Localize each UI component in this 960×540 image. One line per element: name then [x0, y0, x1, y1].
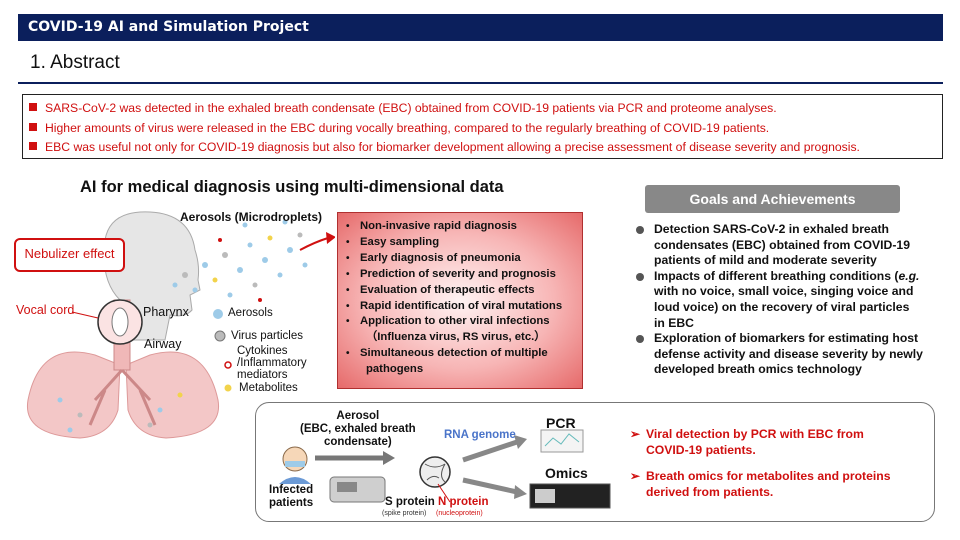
legend-metabolite-marker [224, 384, 232, 392]
n-protein-label: N protein [438, 496, 489, 508]
legend-metabolites: Metabolites [239, 382, 298, 394]
feature-item-sub: pathogens [366, 363, 424, 376]
aerosols-title: Aerosols (Microdroplets) [180, 210, 323, 224]
title-rule [18, 82, 943, 84]
header-title: COVID-19 AI and Simulation Project [28, 19, 309, 35]
bullet-dot-icon [636, 272, 644, 281]
goal-item: Impacts of different breathing condition… [636, 269, 946, 331]
summary-line-1: SARS-CoV-2 was detected in the exhaled b… [29, 99, 936, 119]
feature-item: Non-invasive rapid diagnosis [346, 219, 574, 235]
summary-line-3: EBC was useful not only for COVID-19 dia… [29, 138, 936, 158]
nebulizer-label: Nebulizer effect [14, 238, 125, 272]
summary-box: SARS-CoV-2 was detected in the exhaled b… [22, 94, 943, 159]
arrow-head-icon [326, 232, 335, 244]
bullet-square-icon [29, 103, 37, 111]
feature-item: Application to other viral infections [346, 314, 574, 330]
aerosol-spray [172, 219, 308, 302]
lung-particles [57, 392, 183, 433]
legend-cytokine-marker [224, 361, 232, 369]
nucleoprotein-note: (nucleoprotein) [436, 510, 483, 517]
s-protein-label: S protein [385, 496, 435, 508]
airway-label: Airway [144, 337, 182, 351]
bullet-dot-icon [636, 335, 644, 344]
feature-item: Rapid identification of viral mutations [346, 299, 574, 315]
left-lung [26, 351, 121, 439]
mask-icon [285, 461, 305, 467]
goal-item: Exploration of biomarkers for estimating… [636, 331, 946, 378]
workflow-box [255, 402, 935, 522]
legend-virus: Virus particles [231, 330, 304, 342]
vocal-cord-detail [111, 307, 129, 337]
pcr-device-icon [540, 429, 584, 453]
patient-body [279, 477, 311, 484]
header-bar: COVID-19 AI and Simulation Project [18, 14, 943, 41]
feature-item: Simultaneous detection of multiple [346, 346, 574, 362]
arrow-to-features [299, 237, 329, 251]
feature-item: Prediction of severity and prognosis [346, 267, 574, 283]
pharynx-label: Pharynx [143, 305, 189, 319]
feature-box: Non-invasive rapid diagnosis Easy sampli… [337, 212, 583, 389]
result-omics: ➢Breath omics for metabolites and protei… [630, 469, 891, 499]
right-lung [125, 351, 220, 439]
workflow-illustration [279, 429, 611, 509]
arrow-head-icon [383, 451, 395, 465]
arrow-pcr [462, 439, 518, 463]
omics-label: Omics [545, 465, 588, 481]
feature-item: Easy sampling [346, 235, 574, 251]
bronchi [88, 368, 157, 426]
virus-icon [419, 456, 451, 488]
bullet-square-icon [29, 122, 37, 131]
chevron-right-icon: ➢ [630, 427, 641, 441]
bullet-square-icon [29, 142, 37, 150]
pcr-label: PCR [546, 415, 576, 431]
feature-item: Evaluation of therapeutic effects [346, 283, 574, 299]
summary-line-2: Higher amounts of virus were released in… [29, 119, 936, 139]
spike-protein-note: (spike protein) [382, 510, 427, 517]
vocal-cord-label: Vocal cord [16, 303, 75, 317]
section-title: 1. Abstract [30, 52, 120, 73]
chevron-right-icon: ➢ [630, 469, 641, 483]
goals-title: Goals and Achievements [645, 185, 900, 213]
feature-item: Early diagnosis of pneumonia [346, 251, 574, 267]
vocal-cord-pointer [71, 311, 99, 319]
bullet-dot-icon [636, 226, 644, 234]
legend-virus-marker [214, 330, 226, 342]
anatomy-illustration [26, 211, 335, 439]
legend-aerosol-marker [213, 309, 223, 319]
feature-item-sub: （Influenza virus, RS virus, etc.） [366, 331, 546, 344]
legend-aerosols: Aerosols [228, 307, 273, 319]
rna-genome-label: RNA genome [444, 429, 516, 441]
patient-icon [282, 446, 308, 472]
ai-heading: AI for medical diagnosis using multi-dim… [80, 178, 504, 196]
arrow-omics [462, 477, 518, 495]
